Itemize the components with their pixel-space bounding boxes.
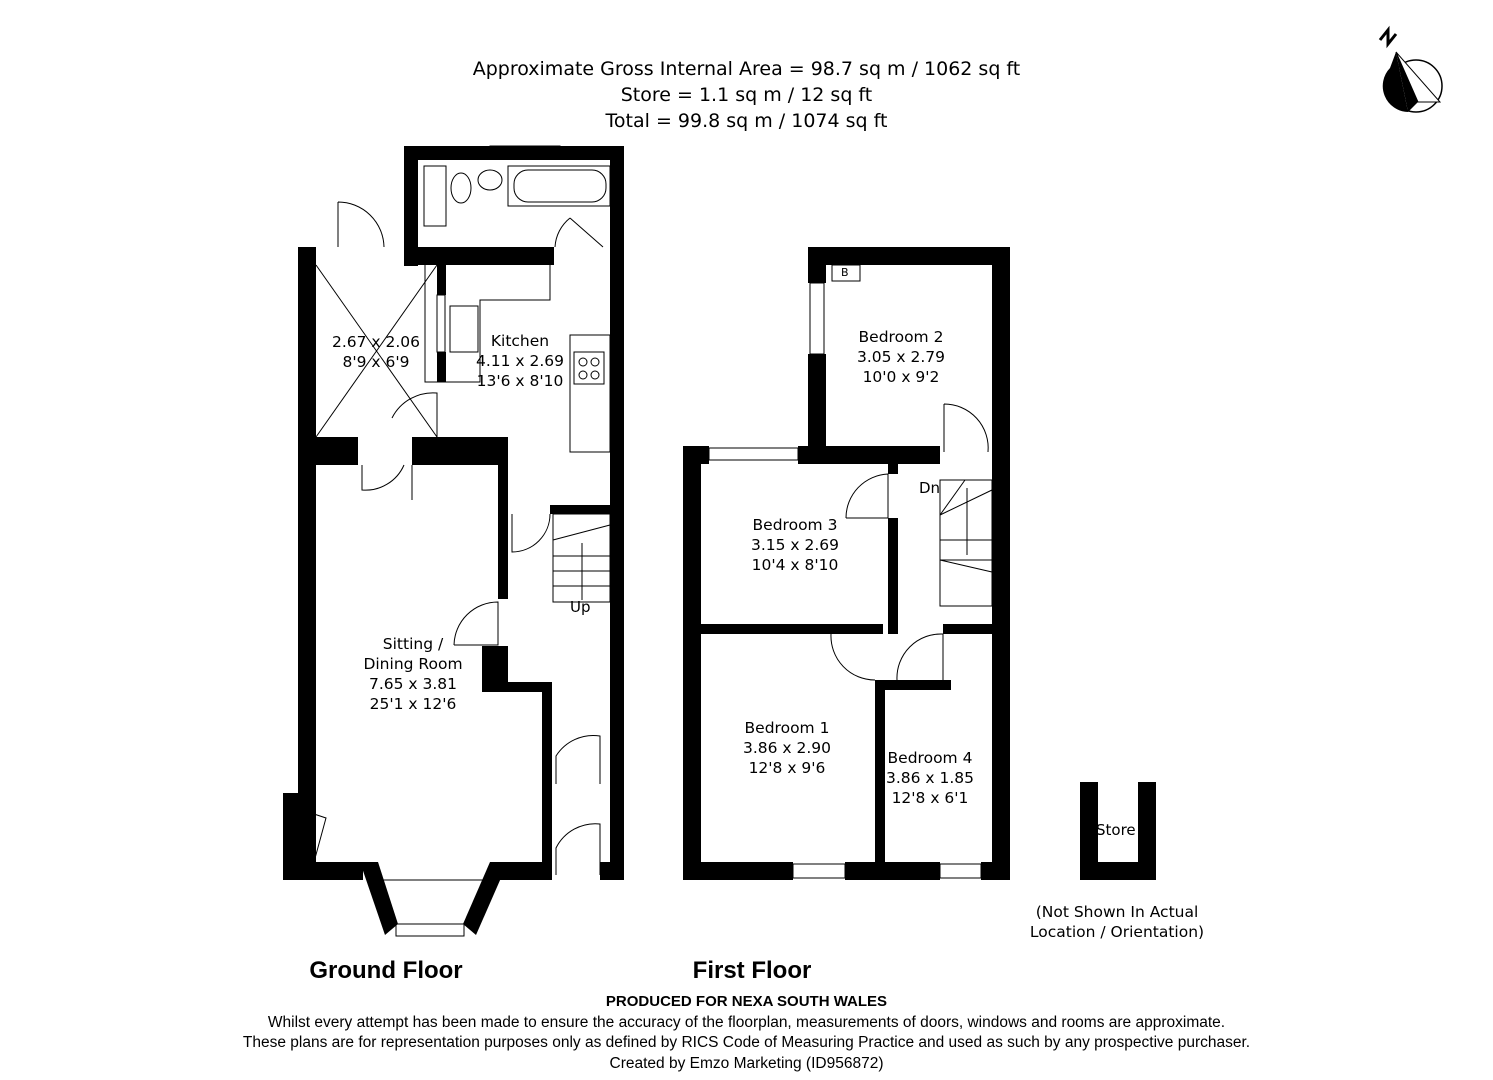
gross-internal-area: Approximate Gross Internal Area = 98.7 s… [472, 58, 1021, 80]
bedroom-1-label: Bedroom 1 3.86 x 2.90 12'8 x 9'6 [742, 719, 832, 777]
rear-porch-label: 2.67 x 2.06 8'9 x 6'9 [331, 333, 421, 371]
bedroom-2-label: Bedroom 2 3.05 x 2.79 10'0 x 9'2 [856, 328, 946, 386]
first-floor-title: First Floor [692, 957, 812, 984]
produced-for: PRODUCED FOR NEXA SOUTH WALES [605, 993, 888, 1010]
north-arrow-icon [1378, 25, 1443, 113]
footer: PRODUCED FOR NEXA SOUTH WALES Whilst eve… [0, 992, 1493, 1074]
disclaimer-1: Whilst every attempt has been made to en… [267, 1013, 1226, 1031]
total-area: Total = 99.8 sq m / 1074 sq ft [605, 110, 888, 132]
store-label: Store [1096, 821, 1136, 839]
bedroom-4-label: Bedroom 4 3.86 x 1.85 12'8 x 6'1 [885, 749, 975, 807]
credit: Created by Emzo Marketing (ID956872) [609, 1054, 884, 1072]
store-area: Store = 1.1 sq m / 12 sq ft [620, 84, 873, 106]
kitchen-label: Kitchen 4.11 x 2.69 13'6 x 8'10 [475, 332, 565, 390]
ground-floor-title: Ground Floor [309, 957, 463, 984]
stairs-down-label: Dn [919, 479, 941, 497]
sitting-dining-room-label: Sitting / Dining Room 7.65 x 3.81 25'1 x… [363, 635, 463, 713]
store-note: (Not Shown In Actual Location / Orientat… [1029, 903, 1205, 941]
bedroom-3-label: Bedroom 3 3.15 x 2.69 10'4 x 8'10 [750, 516, 840, 574]
stairs-up-label: Up [570, 598, 591, 616]
boiler-label: B [841, 266, 849, 279]
disclaimer-2: These plans are for representation purpo… [242, 1034, 1251, 1051]
